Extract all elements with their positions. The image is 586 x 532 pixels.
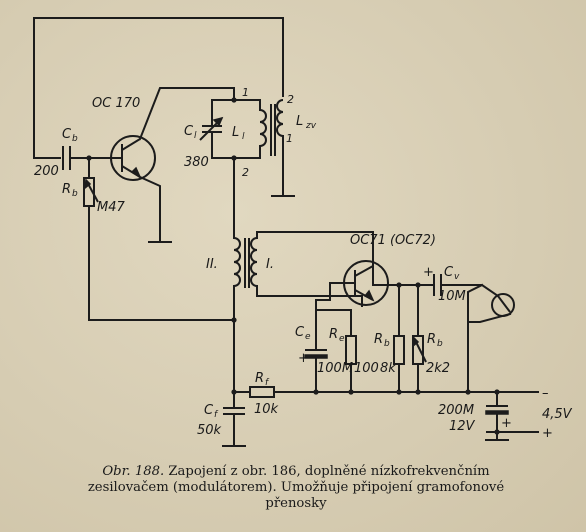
tr-secondary-label: I. bbox=[266, 257, 274, 272]
pin2-top: 2 bbox=[287, 93, 294, 106]
ce-plus: + bbox=[298, 351, 309, 366]
lzv-sub: zv bbox=[305, 121, 317, 131]
figure-caption: Obr. 188. Zapojení z obr. 186, doplněné … bbox=[18, 464, 574, 512]
re-value: 100 bbox=[354, 361, 379, 376]
cbat-plus: + bbox=[501, 416, 512, 431]
plus-terminal: + bbox=[542, 426, 553, 441]
l1-sub: l bbox=[242, 132, 245, 142]
caption-line-3: přenosky bbox=[265, 496, 327, 511]
cbat-value2: 12V bbox=[449, 419, 476, 434]
ce-sub: e bbox=[305, 332, 311, 342]
rf-label: R bbox=[255, 371, 264, 386]
oc71-label: OC71 (OC72) bbox=[350, 233, 436, 248]
tank-circuit bbox=[199, 97, 295, 197]
rb1-label: R bbox=[374, 332, 383, 347]
l1-label: L bbox=[232, 125, 239, 140]
rb1-sub: b bbox=[384, 339, 390, 349]
pin1-right: 1 bbox=[286, 132, 293, 145]
cf-value: 50k bbox=[197, 423, 222, 438]
input-coupling bbox=[427, 274, 515, 393]
rf-value: 10k bbox=[254, 402, 279, 417]
ce-value: 100M bbox=[317, 361, 353, 376]
cv-plus: + bbox=[423, 265, 434, 280]
modulation-transformer bbox=[233, 231, 374, 401]
caption-line-1: Obr. 188. Zapojení z obr. 186, doplněné … bbox=[18, 464, 574, 480]
re-label: R bbox=[329, 327, 338, 342]
rb1-value: 8k bbox=[380, 361, 396, 376]
c1-value: 380 bbox=[184, 155, 209, 170]
cb-sub: b bbox=[72, 134, 78, 144]
feedback-wire bbox=[33, 17, 284, 159]
pin2-bottom: 2 bbox=[242, 166, 249, 179]
cb-value: 200 bbox=[34, 164, 59, 179]
rb-sub: b bbox=[72, 189, 78, 199]
transistor-oc71 bbox=[315, 251, 429, 311]
circuit-schematic: C b 200 OC 170 R b M47 bbox=[33, 17, 573, 447]
emitter-network bbox=[304, 309, 357, 393]
c1-sub: l bbox=[194, 131, 197, 141]
re-sub: e bbox=[339, 334, 345, 344]
lzv-label: L bbox=[296, 114, 303, 129]
ce-label: C bbox=[295, 325, 305, 340]
pin1-top: 1 bbox=[242, 86, 249, 99]
rf-sub: f bbox=[265, 378, 270, 388]
transistor-oc170 bbox=[110, 87, 235, 243]
rb-value: M47 bbox=[97, 200, 125, 215]
base-network bbox=[393, 284, 427, 393]
minus-terminal: – bbox=[542, 386, 549, 401]
caption-text-1: Zapojení z obr. 186, doplněné nízkofrekv… bbox=[168, 464, 490, 479]
cv-sub: v bbox=[454, 272, 460, 282]
cv-label: C bbox=[444, 265, 454, 280]
oc170-label: OC 170 bbox=[92, 96, 140, 111]
rb2-label: R bbox=[427, 332, 436, 347]
caption-line-2: zesilovačem (modulátorem). Umožňuje přip… bbox=[87, 480, 505, 495]
cb-label: C bbox=[62, 127, 72, 142]
c1-label: C bbox=[184, 124, 194, 139]
rb2-value: 2k2 bbox=[426, 361, 450, 376]
junction-dot bbox=[231, 317, 237, 323]
supply-rail bbox=[222, 386, 539, 447]
rb2-sub: b bbox=[437, 339, 443, 349]
cf-label: C bbox=[204, 403, 214, 418]
rb-label: R bbox=[62, 182, 71, 197]
tr-primary-label: II. bbox=[206, 257, 218, 272]
cf-sub: f bbox=[214, 410, 219, 420]
cbat-value1: 200M bbox=[438, 403, 474, 418]
resistor-rb bbox=[83, 157, 99, 223]
bias-wire bbox=[88, 221, 234, 321]
caption-figure-label: Obr. 188. bbox=[102, 464, 165, 479]
battery-voltage: 4,5V bbox=[542, 407, 573, 422]
cv-value: 10M bbox=[438, 289, 466, 304]
